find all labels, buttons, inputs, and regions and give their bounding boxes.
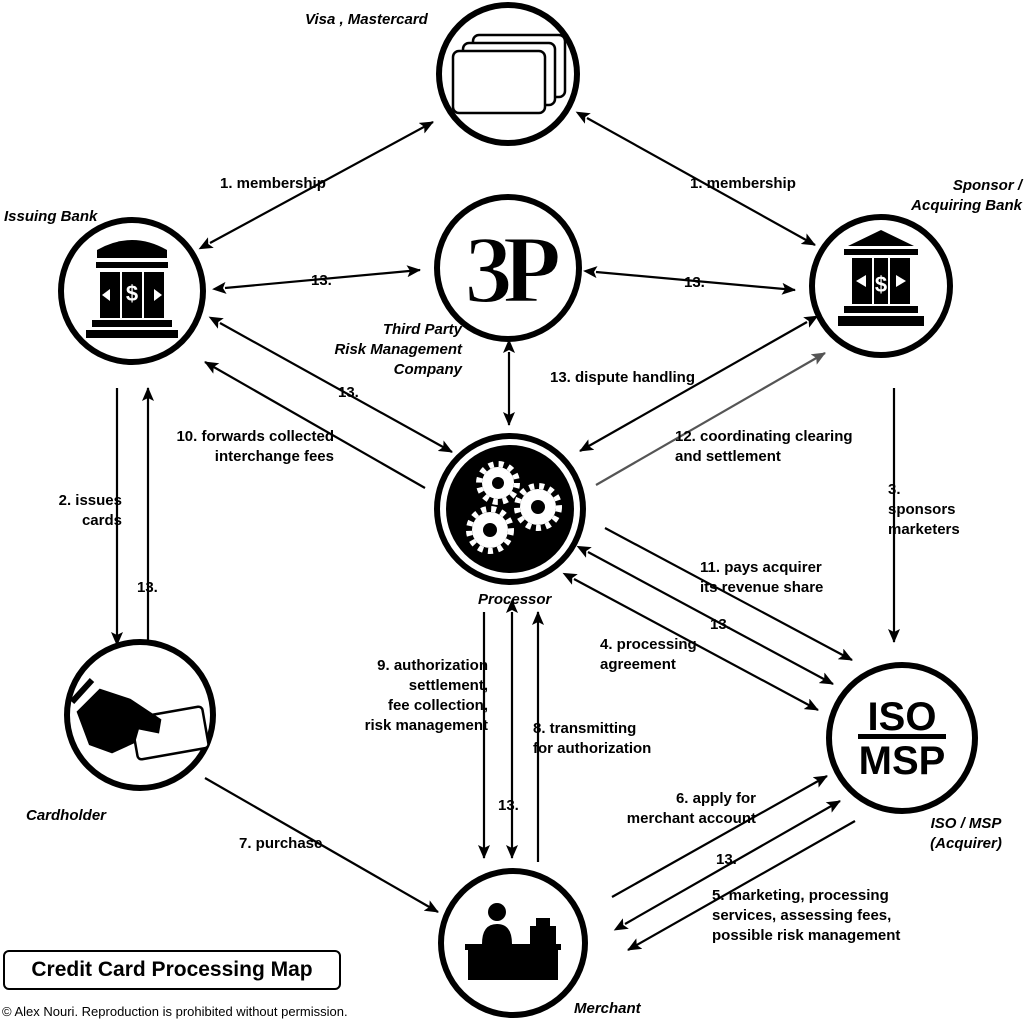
merchant-label: Merchant [574,1000,641,1017]
flow-13-processor-merchant: 13. [498,797,519,814]
arrow-13-issuer-3p [212,265,421,294]
gears-icon [446,445,574,573]
arrow-membership-issuer [198,121,434,250]
flow-13-cardholder-issuer: 13. [137,579,158,596]
flow-sponsors-marketers-line: sponsors [888,501,956,518]
flow-clearing-line: 12. coordinating clearing [675,428,853,445]
flow-marketing-line: 5. marketing, processing [712,887,889,904]
svg-text:MSP: MSP [859,739,946,783]
flow-sponsors-marketers-line: 3. [888,481,901,498]
flow-processing-agreement-line: agreement [600,656,676,673]
processor-label: Processor [478,591,552,608]
flow-13-merchant-iso: 13. [716,851,737,868]
iso-label: ISO / MSP (Acquirer) [910,814,1022,854]
svg-text:$: $ [875,272,887,297]
page-title: Credit Card Processing Map [31,958,313,981]
third-party-label-line: Company [393,361,462,378]
hand-card-icon [69,677,210,761]
flow-marketing: 5. marketing, processing services, asses… [712,886,900,946]
merchant-register-icon [465,903,561,980]
arrow-purchase [204,777,439,913]
flow-apply-line: 6. apply for [675,790,756,807]
title-box: Credit Card Processing Map [3,950,341,990]
flow-transmitting: 8. transmitting for authorization [533,719,651,759]
flow-apply: 6. apply for merchant account [600,789,756,829]
flow-issues-cards-line: 2. issues [58,492,122,509]
flow-processing-agreement-line: 4. processing [600,636,697,653]
flow-13-processor-iso: 13. [710,616,731,633]
svg-text:3P: 3P [465,216,559,323]
flow-issues-cards: 2. issues cards [26,491,122,531]
arrow-13-issuer-processor [208,316,453,453]
flow-transmitting-line: for authorization [533,740,652,757]
third-party-label-line: Risk Management [334,341,462,358]
flow-marketing-line: services, assessing fees, [712,907,892,924]
flow-purchase: 7. purchase [239,835,323,852]
arrow-13-merchant-iso [613,800,841,931]
flow-pays-acquirer-line: 11. pays acquirer [700,559,822,576]
arrow-membership-acquirer [575,111,816,246]
acquiring-bank-label-line: Sponsor / [952,177,1022,194]
flow-sponsors-marketers-line: marketers [888,521,960,538]
svg-text:$: $ [126,281,138,306]
3p-logo-icon: 3P [464,215,570,324]
flow-membership-acquirer: 1. membership [690,175,796,192]
iso-label-line: (Acquirer) [930,835,1002,852]
third-party-label-line: Third Party [382,321,462,338]
arrow-marketing [627,820,856,951]
acquiring-bank-label: Sponsor / Acquiring Bank [900,176,1022,216]
cardholder-label: Cardholder [26,807,107,824]
arrow-forwards-fees [204,361,426,489]
flow-forwards-fees-line: interchange fees [214,448,334,465]
flow-13-3p-acquirer: 13. [684,274,705,291]
arrow-dispute-handling [579,315,819,452]
flow-transmitting-line: 8. transmitting [533,720,637,737]
flow-authorization-line: risk management [364,717,488,734]
flow-processing-agreement: 4. processing agreement [600,635,697,675]
arrow-clearing [595,352,826,486]
flow-authorization-line: settlement, [408,677,488,694]
flow-pays-acquirer-line: its revenue share [700,579,824,596]
flow-authorization-line: fee collection, [387,697,488,714]
third-party-label: Third Party Risk Management Company [310,320,462,380]
flow-clearing: 12. coordinating clearing and settlement [675,427,853,467]
arrow-13-3p-acquirer [583,266,796,295]
iso-label-line: ISO / MSP [930,815,1002,832]
flow-13-issuer-processor: 13. [338,384,359,401]
iso-msp-logo-icon: ISO MSP [858,695,946,783]
flow-pays-acquirer: 11. pays acquirer its revenue share [700,558,823,598]
flow-13-issuer-3p: 13. [311,272,332,289]
merchant-node [438,868,588,1018]
flow-authorization: 9. authorization settlement, fee collect… [330,656,488,736]
flow-dispute-handling: 13. dispute handling [550,369,696,386]
copyright-notice: © Alex Nouri. Reproduction is prohibited… [2,1004,348,1019]
arrow-processing-agreement [562,572,819,711]
flow-sponsors-marketers: 3. sponsors marketers [888,480,960,540]
issuing-bank-label: Issuing Bank [4,208,98,225]
networks-label: Visa , Mastercard [305,11,428,28]
flow-issues-cards-line: cards [81,512,122,529]
flow-membership-issuer: 1. membership [220,175,326,192]
third-party-node [434,194,582,342]
flow-authorization-line: 9. authorization [377,657,488,674]
svg-text:ISO: ISO [868,695,937,739]
flow-clearing-line: and settlement [675,448,781,465]
stacked-cards-icon [451,33,567,115]
flow-forwards-fees-line: 10. forwards collected [176,428,334,445]
flow-marketing-line: possible risk management [712,927,901,944]
acquiring-bank-label-line: Acquiring Bank [911,197,1022,214]
flow-apply-line: merchant account [626,810,756,827]
flow-forwards-fees: 10. forwards collected interchange fees [158,427,334,467]
